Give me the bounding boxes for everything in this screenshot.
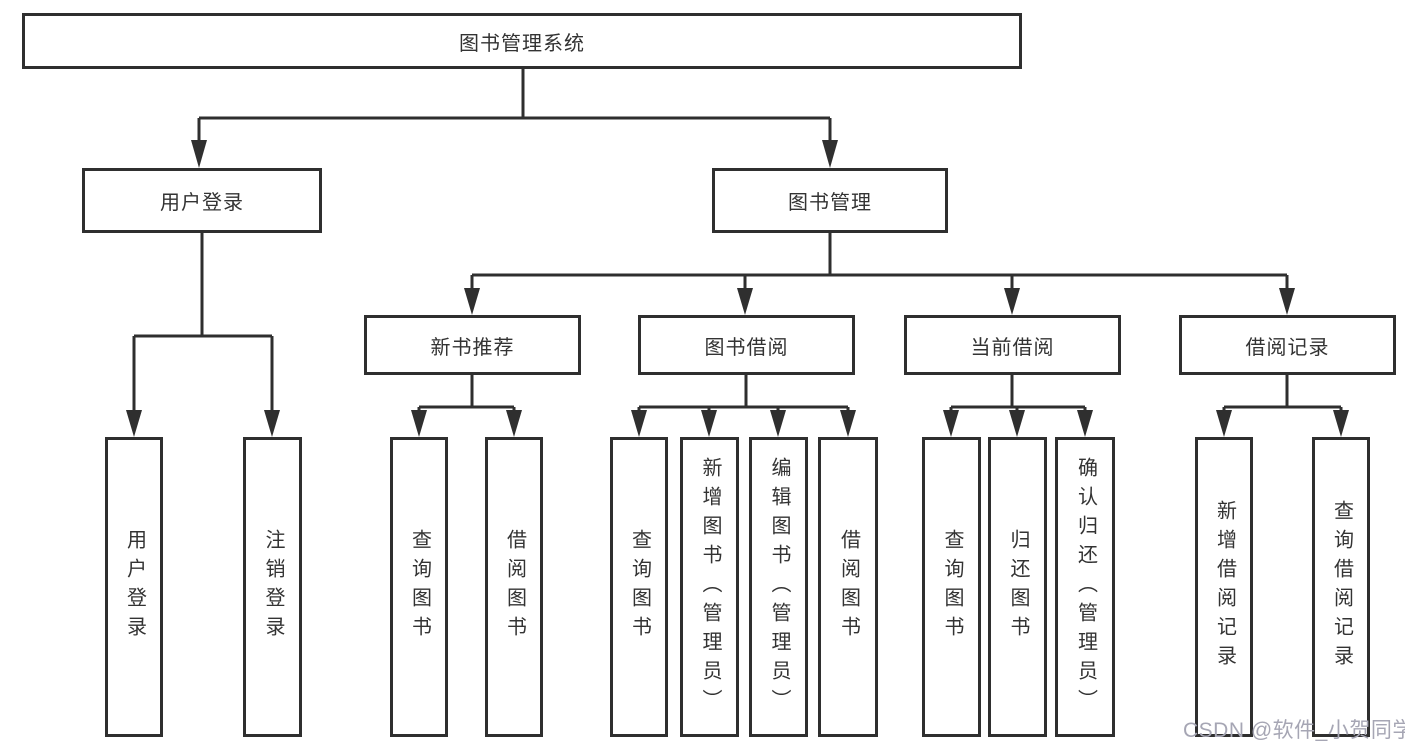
node-borrowing-records: 借阅记录 (1179, 315, 1396, 375)
leaf-query-borrow-record: 查询借阅记录 (1312, 437, 1370, 737)
leaf-logout: 注销登录 (243, 437, 302, 737)
leaf-return-books-label: 归还图书 (1007, 529, 1029, 645)
leaf-borrow-books-borrowing-label: 借阅图书 (837, 529, 860, 645)
node-root: 图书管理系统 (22, 13, 1022, 69)
leaf-query-books-borrowing: 查询图书 (610, 437, 668, 737)
leaf-borrow-books-borrowing: 借阅图书 (818, 437, 878, 737)
node-book-borrowing-label: 图书借阅 (704, 336, 789, 359)
leaf-confirm-return-admin: 确认归还（管理员） (1055, 437, 1115, 737)
leaf-edit-books-admin-label: 编辑图书（管理员） (768, 456, 790, 718)
arrowheads (126, 140, 1349, 437)
leaf-add-borrow-record: 新增借阅记录 (1195, 437, 1253, 737)
node-new-book-recommend-label: 新书推荐 (430, 336, 515, 359)
leaf-confirm-return-admin-label: 确认归还（管理员） (1074, 456, 1097, 718)
node-current-borrowing-label: 当前借阅 (970, 336, 1055, 359)
leaf-add-books-admin: 新增图书（管理员） (680, 437, 739, 737)
node-book-management-label: 图书管理 (788, 192, 872, 214)
leaf-query-books-current-label: 查询图书 (941, 529, 963, 645)
node-book-borrowing: 图书借阅 (638, 315, 855, 375)
node-book-management: 图书管理 (712, 168, 948, 233)
leaf-user-login-label: 用户登录 (123, 529, 146, 645)
leaf-add-borrow-record-label: 新增借阅记录 (1213, 500, 1236, 674)
node-new-book-recommend: 新书推荐 (364, 315, 581, 375)
node-user-login-label: 用户登录 (160, 192, 244, 214)
leaf-borrow-books-recommend: 借阅图书 (485, 437, 543, 737)
leaf-edit-books-admin: 编辑图书（管理员） (749, 437, 808, 737)
leaf-borrow-books-recommend-label: 借阅图书 (503, 529, 526, 645)
leaf-query-borrow-record-label: 查询借阅记录 (1330, 500, 1353, 674)
leaf-query-books-borrowing-label: 查询图书 (628, 529, 651, 645)
node-user-login: 用户登录 (82, 168, 322, 233)
leaf-return-books: 归还图书 (988, 437, 1047, 737)
leaf-query-books-recommend: 查询图书 (390, 437, 448, 737)
leaf-user-login: 用户登录 (105, 437, 163, 737)
node-root-label: 图书管理系统 (459, 32, 585, 55)
leaf-query-books-recommend-label: 查询图书 (408, 529, 431, 645)
leaf-query-books-current: 查询图书 (922, 437, 981, 737)
csdn-watermark: CSDN @软件_小贺同学 (1183, 719, 1405, 742)
leaf-logout-label: 注销登录 (262, 529, 284, 645)
leaf-add-books-admin-label: 新增图书（管理员） (699, 456, 721, 718)
node-borrowing-records-label: 借阅记录 (1245, 336, 1330, 359)
node-current-borrowing: 当前借阅 (904, 315, 1121, 375)
